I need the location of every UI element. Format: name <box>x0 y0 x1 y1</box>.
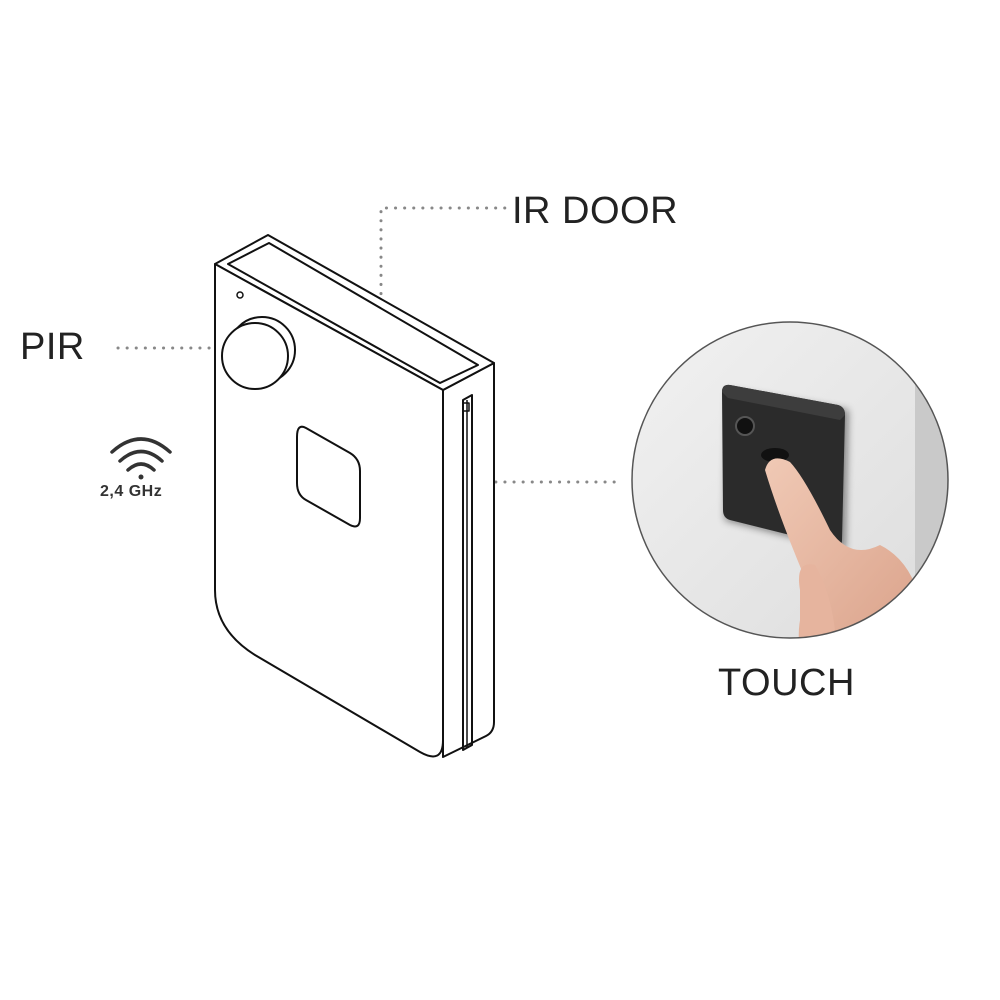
device-front <box>214 263 444 758</box>
touch-photo <box>632 322 948 638</box>
wifi-icon <box>110 437 172 480</box>
side-slot <box>462 394 473 751</box>
device-drawing <box>214 234 495 758</box>
frequency-label: 2,4 GHz <box>100 483 163 500</box>
device-right-side <box>442 362 495 758</box>
ir-door-window <box>227 242 479 384</box>
touch-photo-border <box>631 321 949 639</box>
touch-label: TOUCH <box>718 662 855 704</box>
ir-door-label: IR DOOR <box>512 190 679 232</box>
pir-label: PIR <box>20 326 85 368</box>
led-indicator <box>236 291 244 299</box>
touch-pad <box>296 425 361 528</box>
